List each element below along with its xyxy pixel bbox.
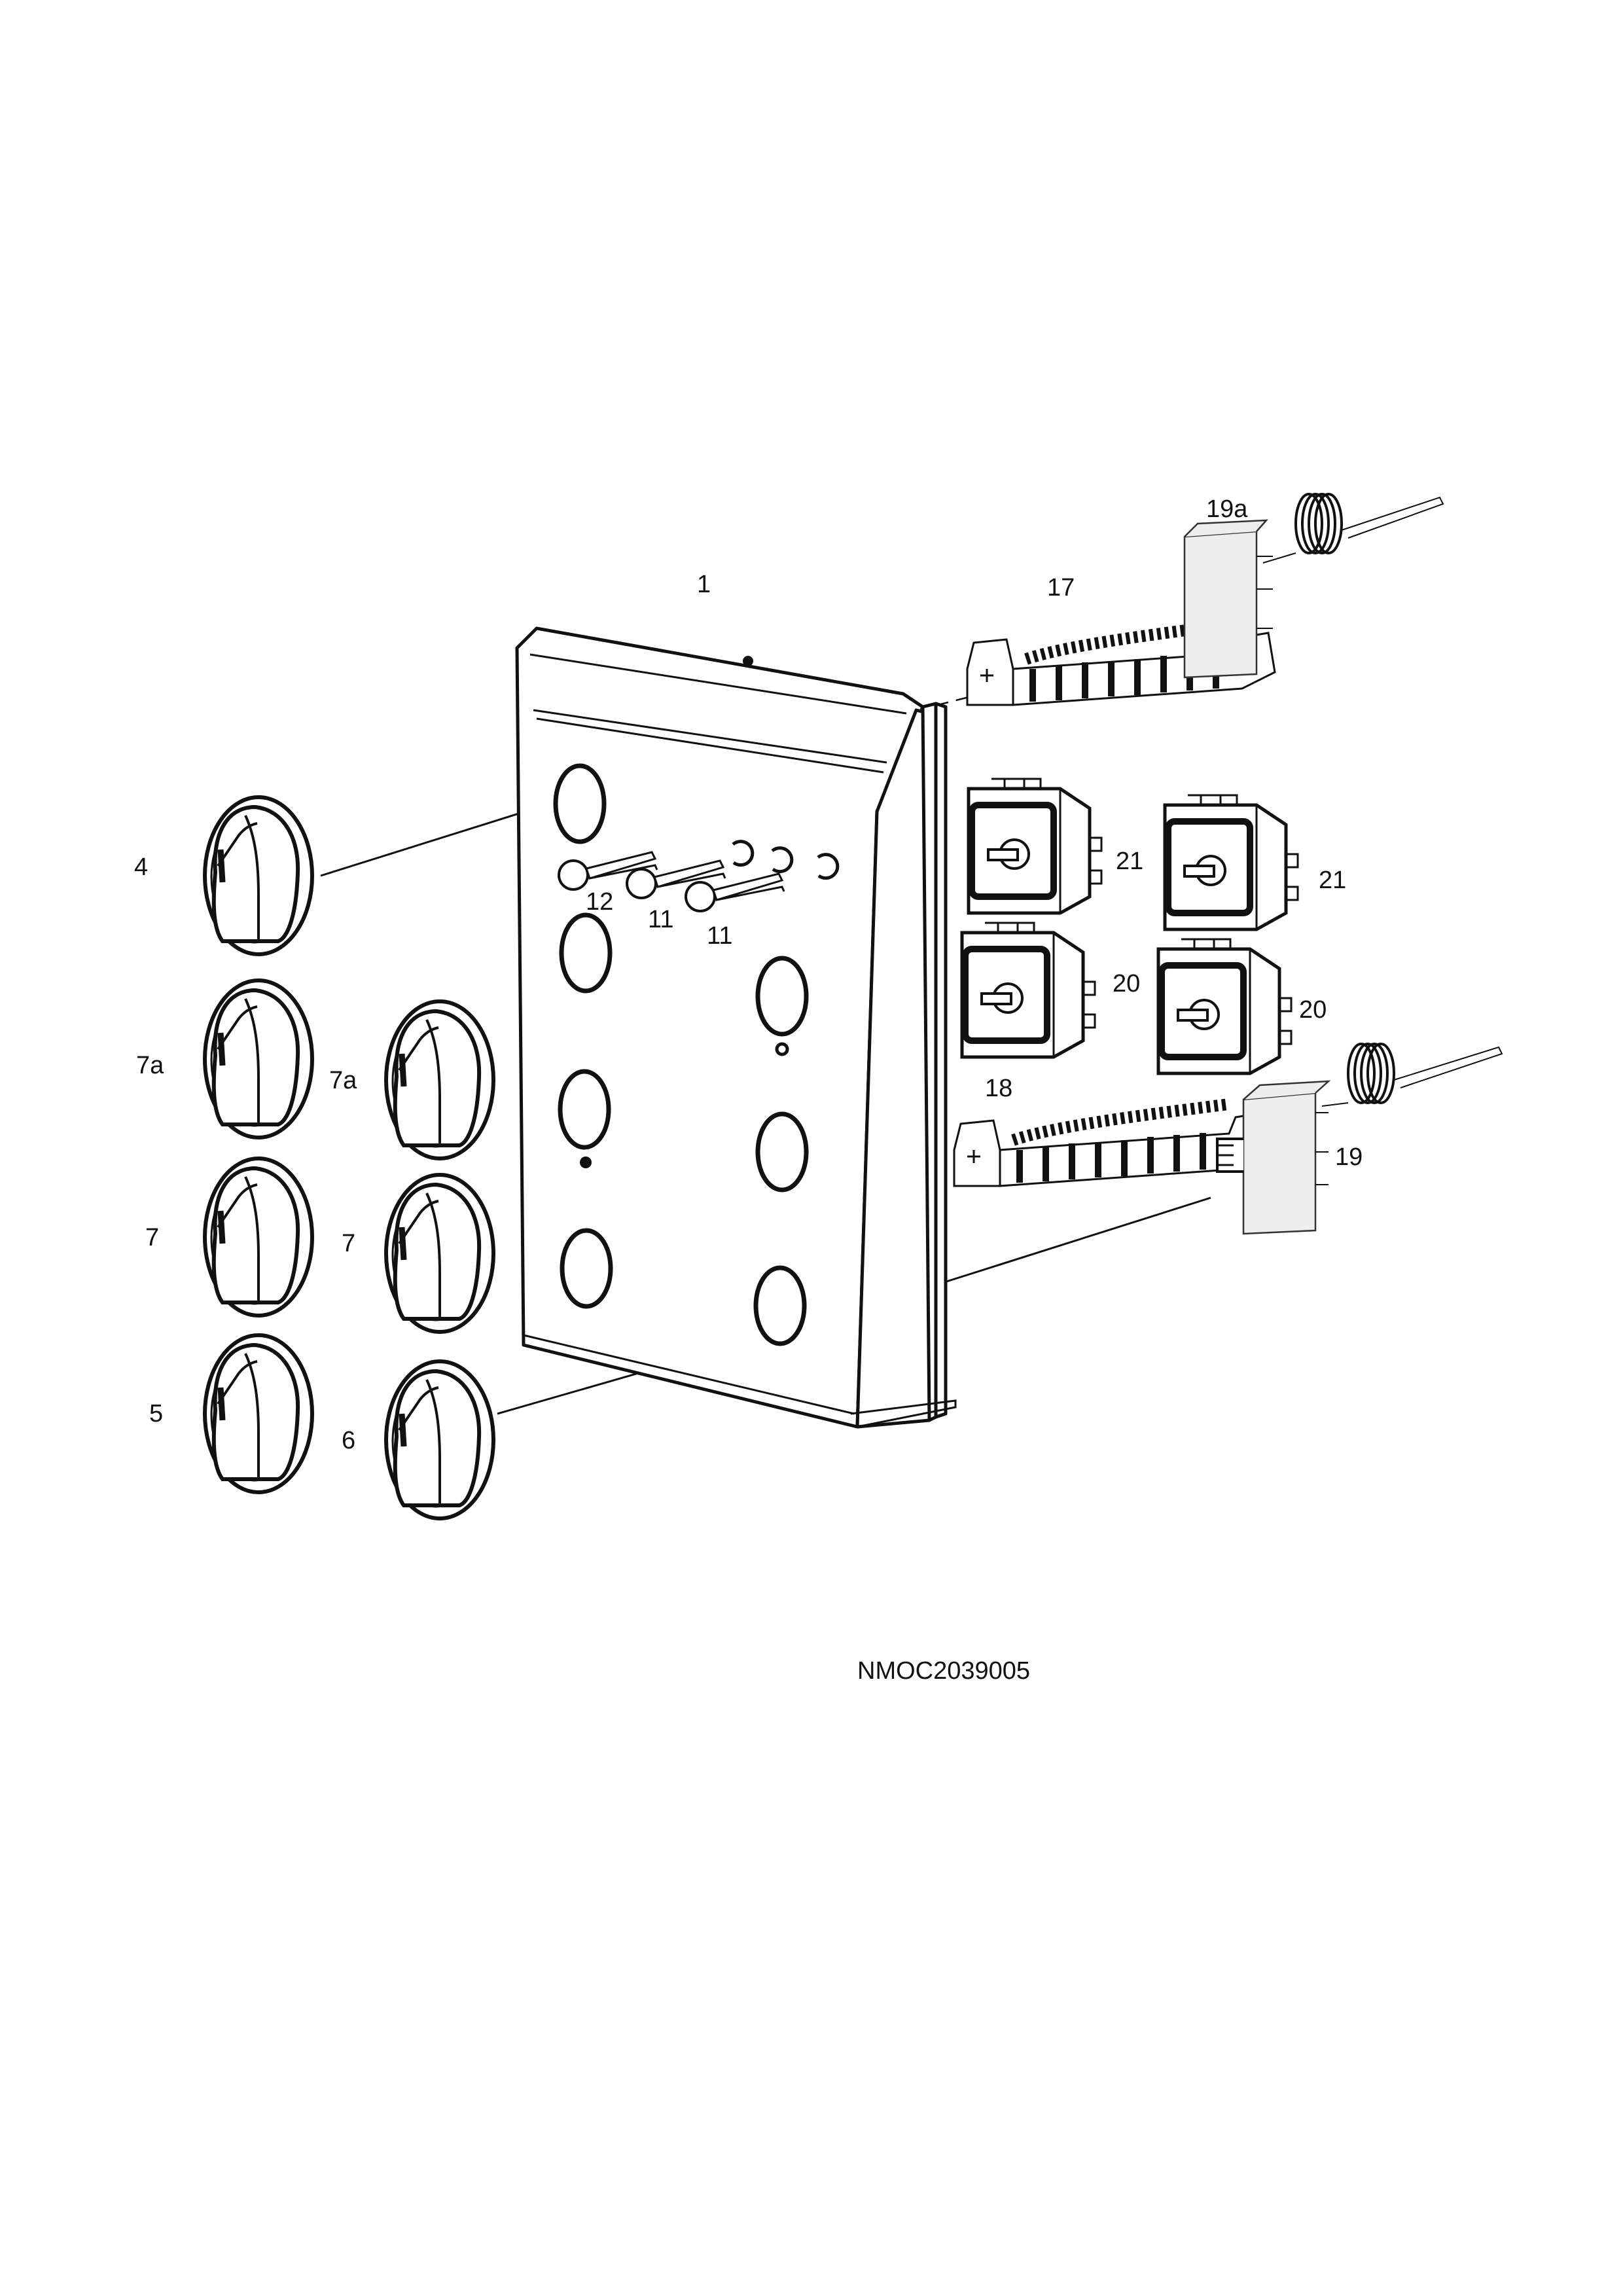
callout-label-21-left: 21 xyxy=(1116,848,1143,875)
drawing-code: NMOC2039005 xyxy=(857,1657,1030,1685)
knob-6 xyxy=(386,1361,493,1518)
energy-regulator-20-left xyxy=(962,923,1095,1057)
callout-label-12: 12 xyxy=(586,888,613,916)
callout-label-19: 19 xyxy=(1335,1143,1363,1171)
callout-label-6: 6 xyxy=(342,1427,355,1454)
energy-regulator-21-right xyxy=(1165,795,1298,929)
thermostat-19a xyxy=(1183,493,1444,679)
knob-7-right xyxy=(386,1175,493,1332)
knob-7-left xyxy=(205,1158,312,1316)
knob-7a-right xyxy=(386,1001,493,1158)
thermostat-19 xyxy=(1216,1043,1503,1235)
panel-knob-holes xyxy=(553,763,840,1346)
switch-block-18 xyxy=(954,1104,1262,1186)
knob-7a-left xyxy=(205,980,312,1138)
callout-label-20-right: 20 xyxy=(1299,996,1327,1024)
callout-label-7a-left: 7a xyxy=(136,1052,164,1079)
callout-label-1: 1 xyxy=(697,571,711,598)
callout-label-7-right: 7 xyxy=(342,1230,355,1257)
callout-label-17: 17 xyxy=(1047,574,1075,601)
energy-regulator-21-left xyxy=(969,779,1101,913)
callout-label-20-left: 20 xyxy=(1113,970,1140,997)
callout-label-7a-right: 7a xyxy=(329,1067,357,1094)
callout-label-7-left: 7 xyxy=(145,1224,159,1251)
callout-label-4: 4 xyxy=(134,853,148,881)
knob-5 xyxy=(205,1335,312,1492)
callout-label-19a: 19a xyxy=(1206,495,1248,523)
callout-label-21-right: 21 xyxy=(1319,867,1346,894)
knob-4 xyxy=(205,797,312,954)
callout-label-18: 18 xyxy=(985,1075,1012,1102)
energy-regulator-20-right xyxy=(1158,939,1291,1073)
callout-label-11-b: 11 xyxy=(707,922,732,950)
callout-label-11-a: 11 xyxy=(648,906,673,933)
callout-label-5: 5 xyxy=(149,1400,163,1427)
control-panel xyxy=(515,626,957,1429)
